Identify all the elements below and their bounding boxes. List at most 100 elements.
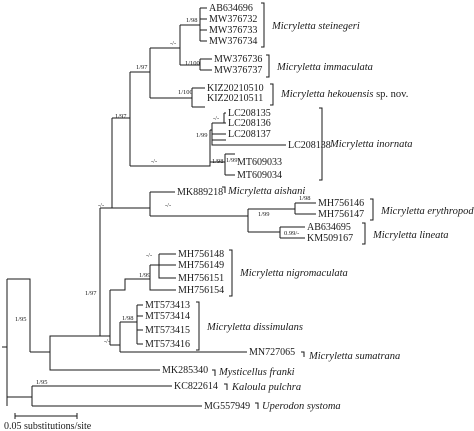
support-erythropoda: 1/98 [299, 195, 311, 202]
clade-label-uperodon: Uperodon systoma [262, 401, 341, 412]
branch-lc208138 [211, 140, 286, 146]
branch-erythropoda [248, 202, 316, 215]
branch-lineata [248, 226, 305, 239]
bracket-hekouensis [270, 83, 274, 106]
branch-steinegeri [180, 7, 207, 42]
clade-label-dissimulans: Micryletta dissimulans [206, 322, 303, 333]
support-inornata-mid: 1/99 [196, 132, 208, 139]
tip-LC208135: LC208135 [228, 108, 271, 119]
support-microhylinae: 1/95 [15, 316, 27, 323]
tip-MN727065: MN727065 [249, 347, 295, 358]
support-clade-ab: 1/97 [115, 113, 127, 120]
branch-franki [30, 351, 160, 371]
bracket-erythropoda [370, 198, 374, 221]
branch-dissimulans [120, 304, 143, 345]
support-hekouensis: 1/100 [178, 89, 193, 96]
tip-MH756151: MH756151 [178, 273, 224, 284]
scale-bar: 0.05 substitutions/site [4, 413, 92, 431]
tip-MK285340: MK285340 [162, 365, 208, 376]
bracket-lineata [362, 222, 366, 245]
support-inornata-inner: -/- [213, 115, 219, 122]
tip-MW376736: MW376736 [214, 54, 262, 65]
tip-MW376732: MW376732 [209, 14, 257, 25]
branch-upper [100, 118, 113, 209]
support-erythropoda-lineata: 1/99 [258, 211, 270, 218]
clade-label-immaculata: Micryletta immaculata [276, 62, 373, 73]
tip-MK889218: MK889218 [177, 187, 223, 198]
tip-MW376734: MW376734 [209, 36, 257, 47]
support-immaculata: 1/100 [185, 60, 200, 67]
tip-KIZ20210511: KIZ20210511 [207, 93, 263, 104]
tip-MT573416: MT573416 [145, 339, 190, 350]
tip-LC208136: LC208136 [228, 118, 271, 129]
support-inornata-mt: 1/99 [226, 157, 238, 164]
tip-MG557949: MG557949 [204, 401, 250, 412]
clade-label-lineata: Micryletta lineata [372, 230, 449, 241]
support-aishani-erythropoda: -/- [165, 202, 171, 209]
clade-label-hekouensis: Micryletta hekouensis sp. nov. [280, 89, 408, 100]
bracket-uperodon [255, 402, 259, 409]
bracket-steinegeri [261, 2, 265, 48]
tip-MH756149: MH756149 [178, 260, 224, 271]
tip-MW376737: MW376737 [214, 65, 262, 76]
clade-label-franki: Mysticellus franki [218, 367, 295, 378]
tip-MH756154: MH756154 [178, 285, 224, 296]
support-inornata: 1/98 [212, 158, 224, 165]
branch-nigro-tips [149, 279, 176, 291]
support-clade-a: 1/97 [136, 64, 148, 71]
branch-steinegeri-immaculata [150, 25, 212, 71]
tip-MT573415: MT573415 [145, 325, 190, 336]
tip-MW376733: MW376733 [209, 25, 257, 36]
support-lineata: 0.99/- [284, 230, 299, 237]
clade-names: Micryletta steinegeri Micryletta immacul… [206, 21, 474, 412]
tip-MH756148: MH756148 [178, 249, 224, 260]
branch-clade-a [130, 48, 205, 108]
branch-nigro-151 [158, 270, 176, 279]
branch-aishani-group [112, 191, 249, 232]
support-clade-c: 1/97 [85, 290, 97, 297]
tip-MT573414: MT573414 [145, 311, 190, 322]
branch-kaloula-uperodon [7, 385, 202, 407]
tip-labels: AB634696 MW376732 MW376733 MW376734 MW37… [145, 3, 364, 412]
clade-label-aishani: Micryletta aishani [227, 186, 305, 197]
support-dissimulans: 1/98 [122, 315, 134, 322]
tip-KC822614: KC822614 [174, 381, 218, 392]
support-kaloula-uperodon: 1/95 [36, 379, 48, 386]
bracket-sumatrana [301, 351, 305, 357]
support-values: 1/98 1/100 -/- 1/100 1/97 -/- 1/99 1/99 … [15, 17, 311, 386]
bracket-immaculata [266, 54, 270, 78]
bracket-kaloula [224, 383, 228, 390]
clade-label-steinegeri: Micryletta steinegeri [271, 21, 360, 32]
support-steinegeri-immaculata: -/- [170, 40, 176, 47]
clade-brackets [196, 2, 374, 409]
bracket-inornata [319, 107, 323, 181]
bracket-aishani [222, 186, 226, 193]
tip-AB634696: AB634696 [209, 3, 253, 14]
bracket-dissimulans [196, 301, 200, 351]
tip-MH756146: MH756146 [318, 198, 364, 209]
clade-label-kaloula: Kaloula pulchra [231, 382, 301, 393]
bracket-franki [212, 369, 216, 376]
tip-MT609034: MT609034 [237, 170, 282, 181]
tip-MH756147: MH756147 [318, 209, 364, 220]
bracket-nigromaculata [229, 249, 233, 297]
support-nigro-mid: 1/99 [139, 272, 151, 279]
tree-branches [2, 7, 316, 407]
branch-root-upper [7, 278, 31, 352]
branch-micryletta [49, 208, 101, 352]
support-upper-clade: -/- [98, 202, 104, 209]
support-clade-b: -/- [151, 158, 157, 165]
tip-MT609033: MT609033 [237, 157, 282, 168]
branch-nigromaculata [110, 253, 176, 291]
clade-label-erythropoda: Micryletta erythropoda [380, 206, 474, 217]
support-dissimulans-sumatrana: -/- [104, 338, 110, 345]
clade-label-nigromaculata: Micryletta nigromaculata [239, 268, 348, 279]
tip-KIZ20210510: KIZ20210510 [207, 83, 264, 94]
clade-label-inornata: Micryletta inornata [329, 139, 413, 150]
tip-AB634695: AB634695 [307, 222, 351, 233]
branch-dissimulans-clade [110, 322, 247, 353]
scale-bar-label: 0.05 substitutions/site [4, 421, 92, 431]
clade-label-sumatrana: Micryletta sumatrana [308, 351, 400, 362]
tip-MT573413: MT573413 [145, 300, 190, 311]
